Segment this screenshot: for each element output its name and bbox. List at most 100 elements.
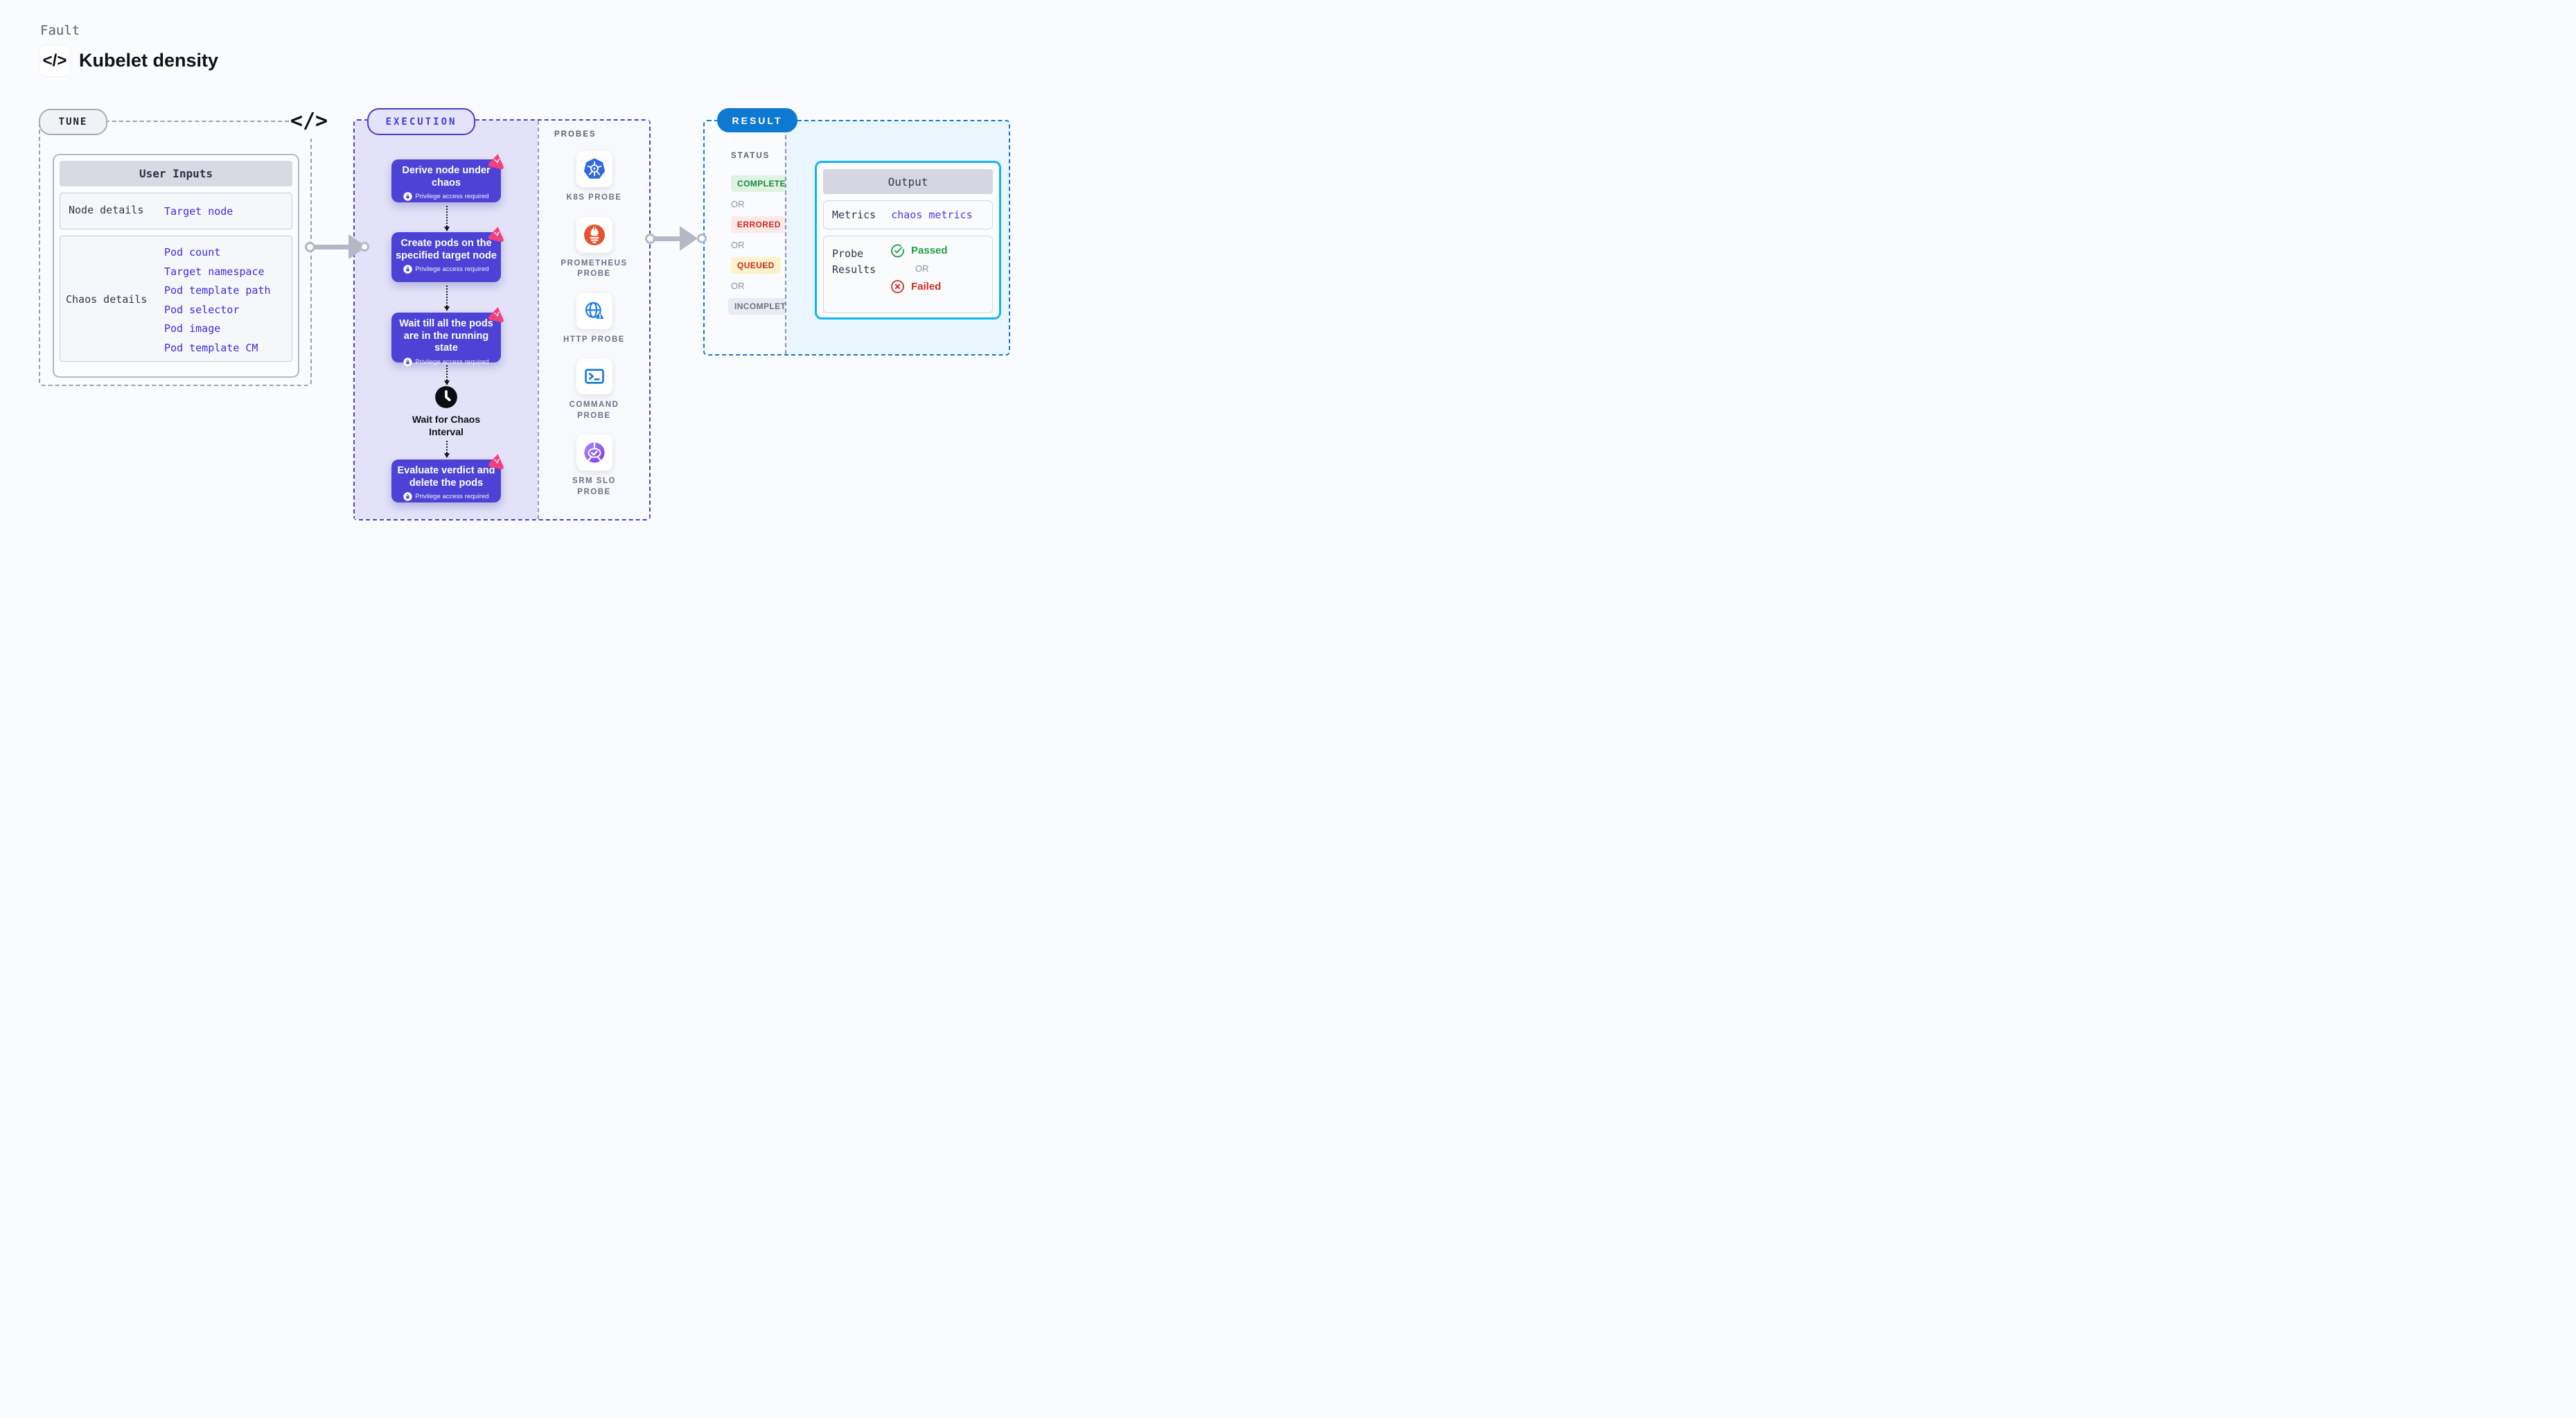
verdict-failed: Failed <box>890 279 948 294</box>
execution-pill: EXECUTION <box>367 108 475 135</box>
flow-connector <box>444 365 450 385</box>
probe-tile <box>576 358 612 395</box>
probe-item-http: HTTP PROBE <box>556 292 633 346</box>
status-column: STATUS COMPLETED OR ERRORED OR QUEUED OR… <box>705 121 804 354</box>
terminal-icon <box>584 369 604 384</box>
link-pod-template-cm[interactable]: Pod template CM <box>164 341 258 354</box>
kubernetes-icon <box>583 158 605 179</box>
probe-results-row: Probe Results Passed OR <box>823 236 993 313</box>
step-title: Create pods on the specified target node <box>396 238 497 261</box>
code-glyph: </> <box>290 108 328 133</box>
probe-results-label: Probe Results <box>832 247 876 276</box>
link-pod-selector[interactable]: Pod selector <box>164 303 240 316</box>
privilege-text: Privilege access required <box>415 493 489 501</box>
lock-icon <box>403 358 413 367</box>
metrics-row: Metrics chaos metrics <box>823 200 993 229</box>
manifest-code-icon: </> <box>290 103 328 139</box>
chaos-flag-icon <box>488 227 504 243</box>
privilege-text: Privilege access required <box>415 265 489 274</box>
tune-section-box <box>39 121 312 386</box>
execution-flow-area: Derive node under chaos Privilege access… <box>355 121 538 519</box>
tune-pill: TUNE <box>39 109 107 135</box>
step-title: Wait till all the pods are in the runnin… <box>399 318 493 354</box>
probe-name: K8S PROBE <box>566 193 622 202</box>
probe-tile <box>576 216 612 253</box>
probe-name: HTTP PROBE <box>563 335 625 344</box>
result-output-panel: Output Metrics chaos metrics Probe Resul… <box>785 121 1009 354</box>
step-title: Evaluate verdict and delete the pods <box>397 465 495 489</box>
chaos-metrics-link[interactable]: chaos metrics <box>891 209 973 221</box>
privilege-text: Privilege access required <box>415 358 489 367</box>
flow-connector <box>444 441 450 458</box>
chaos-flag-icon <box>488 307 504 323</box>
lock-icon <box>403 492 413 502</box>
flow-connector <box>444 206 450 231</box>
link-pod-image[interactable]: Pod image <box>164 322 221 335</box>
page-title: Kubelet density <box>79 50 219 71</box>
flow-connector <box>444 286 450 311</box>
lock-icon <box>403 265 413 274</box>
x-circle-icon <box>891 280 904 293</box>
row-label: Chaos details <box>66 293 148 306</box>
wait-for-chaos-label: Wait for Chaos Interval <box>412 414 481 438</box>
privilege-note: Privilege access required <box>396 265 497 274</box>
privilege-note: Privilege access required <box>396 492 497 502</box>
chaos-details-row: Chaos details Pod count Target namespace… <box>60 236 292 362</box>
or-label: OR <box>731 240 745 250</box>
probe-item-k8s: K8S PROBE <box>556 151 633 204</box>
probe-name: COMMAND PROBE <box>569 401 619 420</box>
probe-tile <box>576 292 612 329</box>
link-target-node[interactable]: Target node <box>164 205 233 218</box>
or-label: OR <box>915 263 929 274</box>
check-circle-icon <box>891 244 904 258</box>
link-target-namespace[interactable]: Target namespace <box>164 265 265 278</box>
clock-icon <box>435 386 457 408</box>
user-inputs-card: User Inputs Node details Target node Cha… <box>53 154 299 378</box>
or-label: OR <box>731 281 745 291</box>
verdict-passed: Passed <box>890 243 948 258</box>
probe-tile <box>576 435 612 471</box>
execution-section-box: Derive node under chaos Privilege access… <box>353 119 651 520</box>
metrics-label: Metrics <box>832 209 876 221</box>
privilege-note: Privilege access required <box>396 358 497 367</box>
fault-diagram-page: Fault </> Kubelet density TUNE </> User … <box>0 0 1067 588</box>
fault-eyebrow: Fault <box>40 23 80 38</box>
row-label: Node details <box>69 204 144 216</box>
chaos-flag-icon <box>488 454 504 470</box>
or-label: OR <box>731 199 745 209</box>
output-header: Output <box>823 169 993 194</box>
privilege-note: Privilege access required <box>396 192 497 202</box>
step-evaluate-verdict: Evaluate verdict and delete the pods Pri… <box>391 454 504 502</box>
probes-panel: PROBES K8S PROBE <box>538 121 649 519</box>
status-badge-queued: QUEUED <box>731 257 781 274</box>
failed-text: Failed <box>911 281 942 292</box>
link-pod-template-path[interactable]: Pod template path <box>164 284 271 297</box>
step-derive-node: Derive node under chaos Privilege access… <box>391 154 504 202</box>
probe-item-prometheus: PROMETHEUS PROBE <box>556 216 633 280</box>
step-title: Derive node under chaos <box>402 165 491 189</box>
result-pill: RESULT <box>717 108 797 132</box>
status-label: STATUS <box>731 152 770 160</box>
chaos-flag-icon <box>488 154 504 170</box>
status-badge-errored: ERRORED <box>731 216 787 233</box>
output-card: Output Metrics chaos metrics Probe Resul… <box>815 161 1001 320</box>
code-glyph: </> <box>42 51 67 70</box>
probe-tile <box>576 151 612 187</box>
node-details-row: Node details Target node <box>60 193 292 229</box>
lock-icon <box>403 192 413 202</box>
passed-text: Passed <box>911 245 948 256</box>
probes-label: PROBES <box>554 130 597 139</box>
globe-alert-icon <box>585 301 604 319</box>
link-pod-count[interactable]: Pod count <box>164 246 221 259</box>
probe-item-command: COMMAND PROBE <box>556 358 633 421</box>
slo-check-icon <box>583 442 605 463</box>
probe-item-srm-slo: SRM SLO PROBE <box>556 435 633 498</box>
privilege-text: Privilege access required <box>415 193 489 201</box>
probe-name: SRM SLO PROBE <box>572 477 616 496</box>
probe-name: PROMETHEUS PROBE <box>561 259 628 279</box>
result-section-box: STATUS COMPLETED OR ERRORED OR QUEUED OR… <box>703 120 1010 356</box>
step-create-pods: Create pods on the specified target node… <box>391 227 504 282</box>
code-icon: </> <box>39 46 70 76</box>
prometheus-icon <box>583 224 605 245</box>
user-inputs-header: User Inputs <box>60 161 292 186</box>
